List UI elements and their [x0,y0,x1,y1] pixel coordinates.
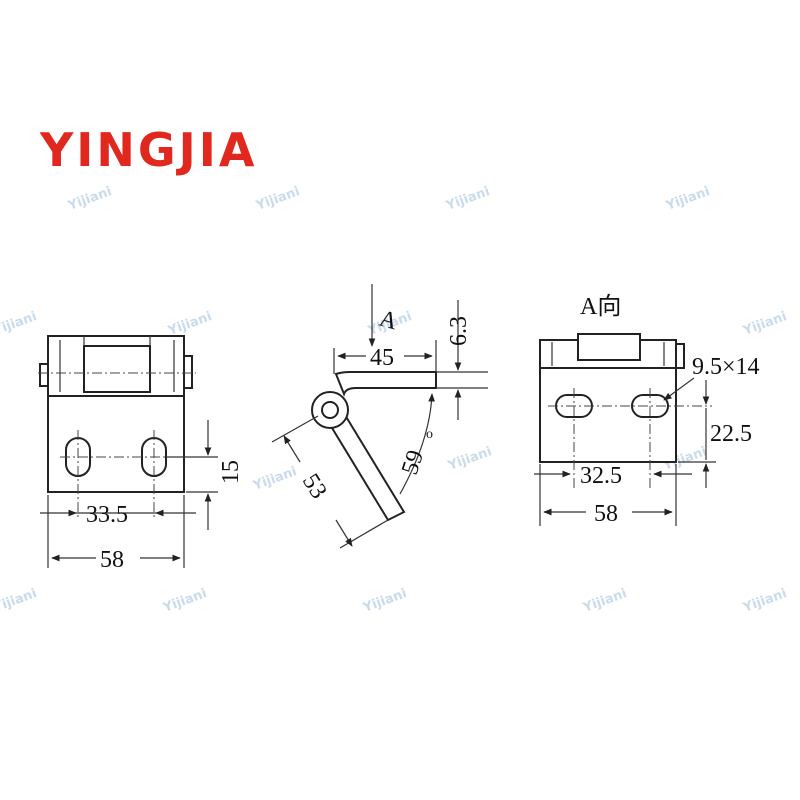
dim-slot: 9.5×14 [692,354,760,380]
watermark: Yijiani [443,184,492,214]
hinge-knuckle [83,345,151,393]
front-view: 33.5 58 15 [38,335,244,573]
view-a: A向 9.5×14 22.5 32.5 58 [534,293,760,527]
hinge-pin-right [675,343,685,369]
dim-hole-spacing: 33.5 [86,502,128,528]
watermark: Yijiani [160,586,209,616]
dim-arm: 45 [370,345,394,371]
watermark: Yijiani [580,586,629,616]
watermark: Yijiani [740,309,789,339]
hinge-pin-right [183,355,193,389]
dim-hole-height: 15 [218,460,244,484]
yingjia-logo: YINGJIA [39,123,258,177]
view-marker: A [376,306,400,336]
dim-width: 58 [100,547,124,573]
watermark: Yijiani [253,184,302,214]
watermark: Yijiani [250,464,299,494]
hinge-pin-left [39,363,49,387]
dim-height: 22.5 [710,421,752,447]
hinge-arm [334,371,437,397]
watermark: Yijiani [0,309,39,339]
watermark: Yijiani [360,586,409,616]
watermark: Yijiani [65,184,114,214]
watermark: Yijiani [445,444,494,474]
watermark: Yijiani [740,586,789,616]
view-title: A向 [580,293,621,320]
degree-symbol: o [426,427,433,442]
watermark: Yijiani [0,586,39,616]
watermark: Yijiani [663,184,712,214]
hinge-knuckle [577,333,641,361]
dim-leg: 53 [297,469,332,503]
hinge-pin-side [321,401,339,419]
dim-width: 58 [594,501,618,527]
dim-hole-spacing: 32.5 [580,463,622,489]
dim-thickness: 6.3 [446,316,472,346]
watermark: Yijiani [165,309,214,339]
side-view: A 45 6.3 53 59 o [271,284,488,549]
dim-angle: 59 [397,447,429,478]
